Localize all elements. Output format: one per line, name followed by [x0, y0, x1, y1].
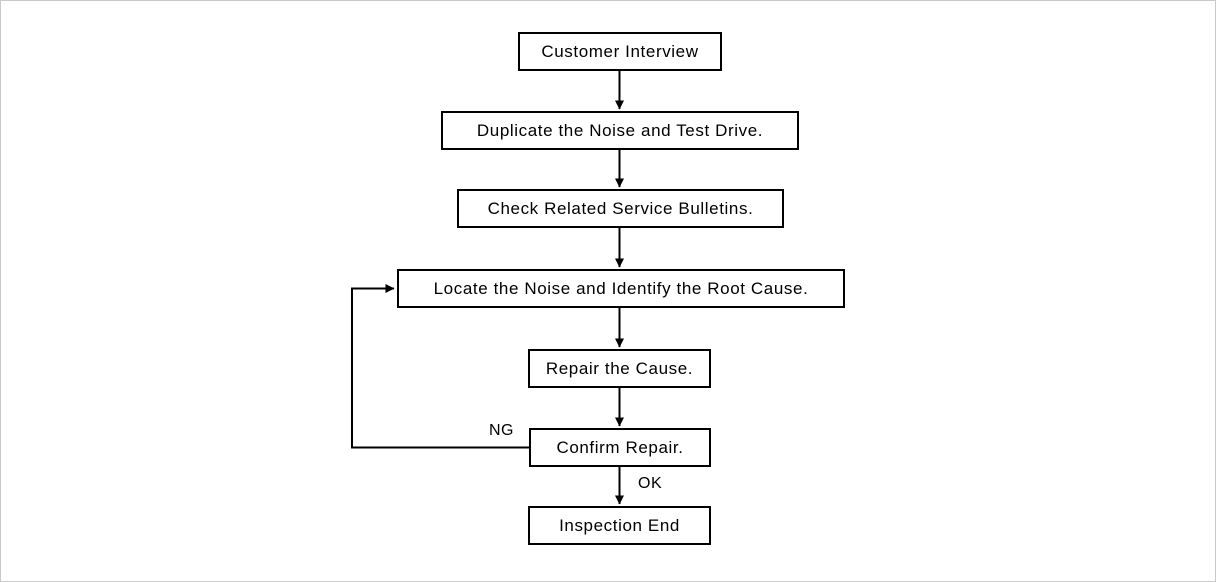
node-repair-cause[interactable]: Repair the Cause.: [528, 349, 711, 388]
edge-label-ok: OK: [638, 475, 663, 492]
node-label: Confirm Repair.: [556, 437, 684, 457]
node-label: Inspection End: [559, 515, 680, 535]
node-label: Repair the Cause.: [545, 358, 694, 378]
node-label: Locate the Noise and Identify the Root C…: [433, 278, 809, 298]
node-label: Check Related Service Bulletins.: [487, 198, 754, 218]
node-locate-noise[interactable]: Locate the Noise and Identify the Root C…: [397, 269, 845, 308]
connector-confirm-to-locate-ng: [351, 284, 529, 449]
node-inspection-end[interactable]: Inspection End: [528, 506, 711, 545]
node-customer-interview[interactable]: Customer Interview: [518, 32, 722, 71]
node-label: Customer Interview: [541, 41, 699, 61]
node-check-bulletins[interactable]: Check Related Service Bulletins.: [457, 189, 784, 228]
edge-label-ng: NG: [489, 422, 514, 439]
node-label: Duplicate the Noise and Test Drive.: [476, 120, 764, 140]
node-confirm-repair[interactable]: Confirm Repair.: [529, 428, 711, 467]
node-duplicate-noise[interactable]: Duplicate the Noise and Test Drive.: [441, 111, 799, 150]
